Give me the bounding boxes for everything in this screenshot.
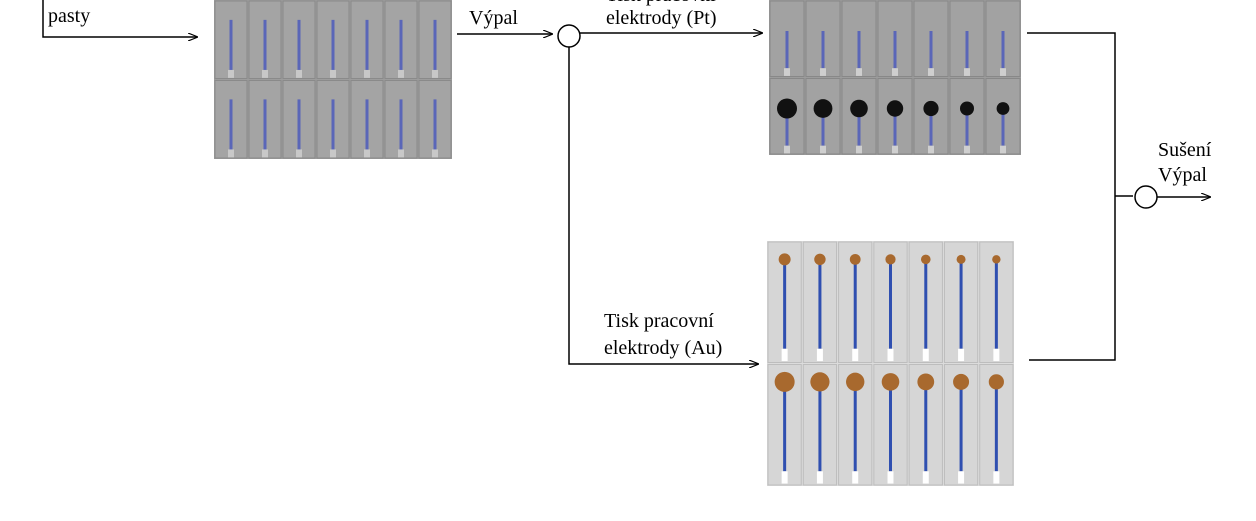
contact-pad (928, 68, 934, 76)
final-label-line1: Sušení (1158, 139, 1212, 161)
pt-label-line2: elektrody (Pt) (606, 7, 717, 29)
electrode-dot (956, 254, 966, 264)
contact-pad (892, 68, 898, 76)
substrate-photo-image (214, 0, 452, 159)
contact-pad (964, 145, 970, 154)
pt-label-line1: Tisk pracovní (606, 0, 716, 8)
electrode-dot (774, 371, 795, 392)
input-arrow (42, 0, 197, 37)
contact-pad (1000, 145, 1006, 154)
electrode-dot (777, 98, 797, 119)
substrate-photo (214, 0, 452, 159)
contact-pad (228, 69, 234, 78)
contact-pad (852, 348, 859, 362)
junction-node-1 (557, 24, 581, 48)
electrode-dot (920, 254, 931, 265)
au-branch-arrow (568, 47, 758, 364)
electrode-dot (881, 373, 900, 391)
contact-pad (784, 68, 790, 76)
contact-pad (856, 68, 862, 76)
contact-pad (330, 149, 336, 158)
contact-pad (296, 149, 302, 158)
contact-pad (820, 68, 826, 76)
pt-merge-line (1027, 32, 1116, 361)
electrode-dot (813, 99, 833, 118)
electrode-dot (917, 373, 935, 391)
pt-electrode-photo (769, 0, 1021, 155)
contact-pad (922, 348, 929, 362)
electrode-dot (846, 372, 865, 392)
electrode-dot (850, 99, 868, 118)
electrode-dot (923, 100, 939, 117)
contact-pad (887, 471, 894, 484)
contact-pad (364, 149, 370, 158)
contact-pad (1000, 68, 1006, 76)
electrode-dot (886, 100, 904, 117)
junction-node-2 (1134, 185, 1158, 209)
electrode-dot (953, 373, 970, 390)
pt-electrode-photo-image (769, 0, 1021, 155)
electrode-dot (885, 254, 896, 265)
contact-pad (993, 471, 1000, 484)
electrode-dot (814, 253, 826, 266)
contact-pad (296, 69, 302, 78)
substrate-cell (985, 0, 1021, 77)
electrode-dot (988, 374, 1004, 390)
au-label-line2: elektrody (Au) (604, 337, 723, 359)
contact-pad (958, 348, 965, 362)
contact-pad (922, 471, 929, 484)
contact-pad (432, 69, 438, 78)
au-label-line1: Tisk pracovní (604, 310, 714, 332)
final-label-line2: Výpal (1158, 164, 1207, 186)
contact-pad (364, 69, 370, 78)
electrode-dot (778, 253, 791, 266)
pasty-label: pasty (48, 5, 91, 27)
contact-pad (432, 149, 438, 158)
electrode-dot (996, 102, 1010, 115)
au-electrode-photo-image (767, 241, 1014, 486)
contact-pad (398, 69, 404, 78)
au-electrode-photo (767, 241, 1014, 486)
contact-pad (781, 348, 788, 362)
contact-pad (784, 145, 790, 154)
contact-pad (856, 145, 862, 154)
contact-pad (958, 471, 965, 484)
contact-pad (993, 348, 1000, 362)
electrode-dot (849, 253, 861, 265)
electrode-dot (992, 255, 1001, 264)
electrode-dot (810, 372, 830, 392)
contact-pad (781, 471, 788, 484)
contact-pad (964, 68, 970, 76)
vypal-label: Výpal (469, 7, 518, 29)
contact-pad (816, 471, 823, 484)
contact-pad (816, 348, 823, 362)
contact-pad (262, 69, 268, 78)
contact-pad (820, 145, 826, 154)
contact-pad (398, 149, 404, 158)
contact-pad (892, 145, 898, 154)
contact-pad (887, 348, 894, 362)
contact-pad (928, 145, 934, 154)
contact-pad (330, 69, 336, 78)
electrode-dot (960, 101, 974, 116)
contact-pad (852, 471, 859, 484)
contact-pad (228, 149, 234, 158)
contact-pad (262, 149, 268, 158)
